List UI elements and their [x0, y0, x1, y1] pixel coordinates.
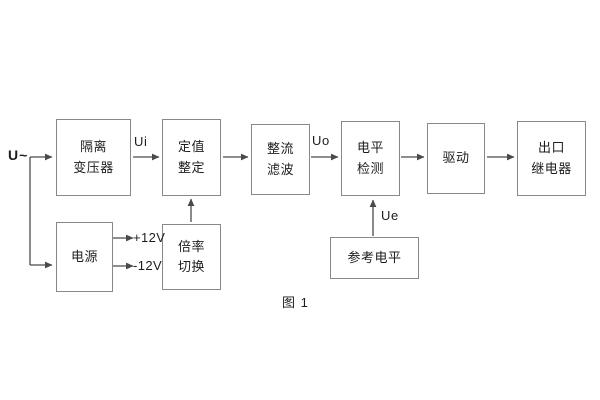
block-drive[interactable]: 驱动 [427, 123, 485, 194]
block-multiplier-switch-line-2: 切换 [177, 259, 205, 274]
block-reference-level[interactable]: 参考电平 [330, 237, 419, 279]
block-rectify-filter-line-2: 滤波 [266, 161, 294, 177]
block-isolation-transformer-line-2: 变压器 [73, 159, 114, 175]
label-signal-ue: Ue [381, 208, 399, 223]
block-level-detect[interactable]: 电平 检测 [341, 121, 400, 196]
block-power-supply-line-1: 电源 [70, 248, 98, 264]
label-rail-negative: -12V [133, 258, 163, 273]
block-output-relay-line-1: 出口 [537, 140, 565, 156]
label-signal-ui: Ui [134, 134, 148, 149]
block-isolation-transformer-line-1: 隔离 [79, 139, 107, 155]
block-output-relay-line-2: 继电器 [531, 160, 572, 176]
block-level-detect-line-2: 检测 [356, 160, 384, 176]
block-rectify-filter-line-1: 整流 [266, 141, 294, 157]
block-setting-value-line-2: 整定 [177, 159, 205, 175]
block-reference-level-line-1: 参考电平 [347, 249, 402, 265]
block-multiplier-switch-line-1: 倍率 [177, 238, 205, 254]
block-power-supply[interactable]: 电源 [56, 222, 113, 292]
block-rectify-filter[interactable]: 整流 滤波 [251, 124, 310, 195]
block-output-relay[interactable]: 出口 继电器 [517, 121, 586, 196]
label-input-supply: U~ [8, 147, 29, 163]
figure-caption: 图 1 [282, 295, 309, 310]
block-isolation-transformer[interactable]: 隔离 变压器 [56, 119, 131, 196]
label-rail-positive: +12V [133, 230, 166, 245]
block-multiplier-switch[interactable]: 倍率 切换 [162, 224, 221, 290]
block-level-detect-line-1: 电平 [356, 140, 384, 156]
label-signal-uo: Uo [312, 133, 330, 148]
block-setting-value-line-1: 定值 [177, 139, 205, 155]
block-setting-value[interactable]: 定值 整定 [162, 119, 221, 196]
block-drive-line-1: 驱动 [442, 150, 470, 166]
